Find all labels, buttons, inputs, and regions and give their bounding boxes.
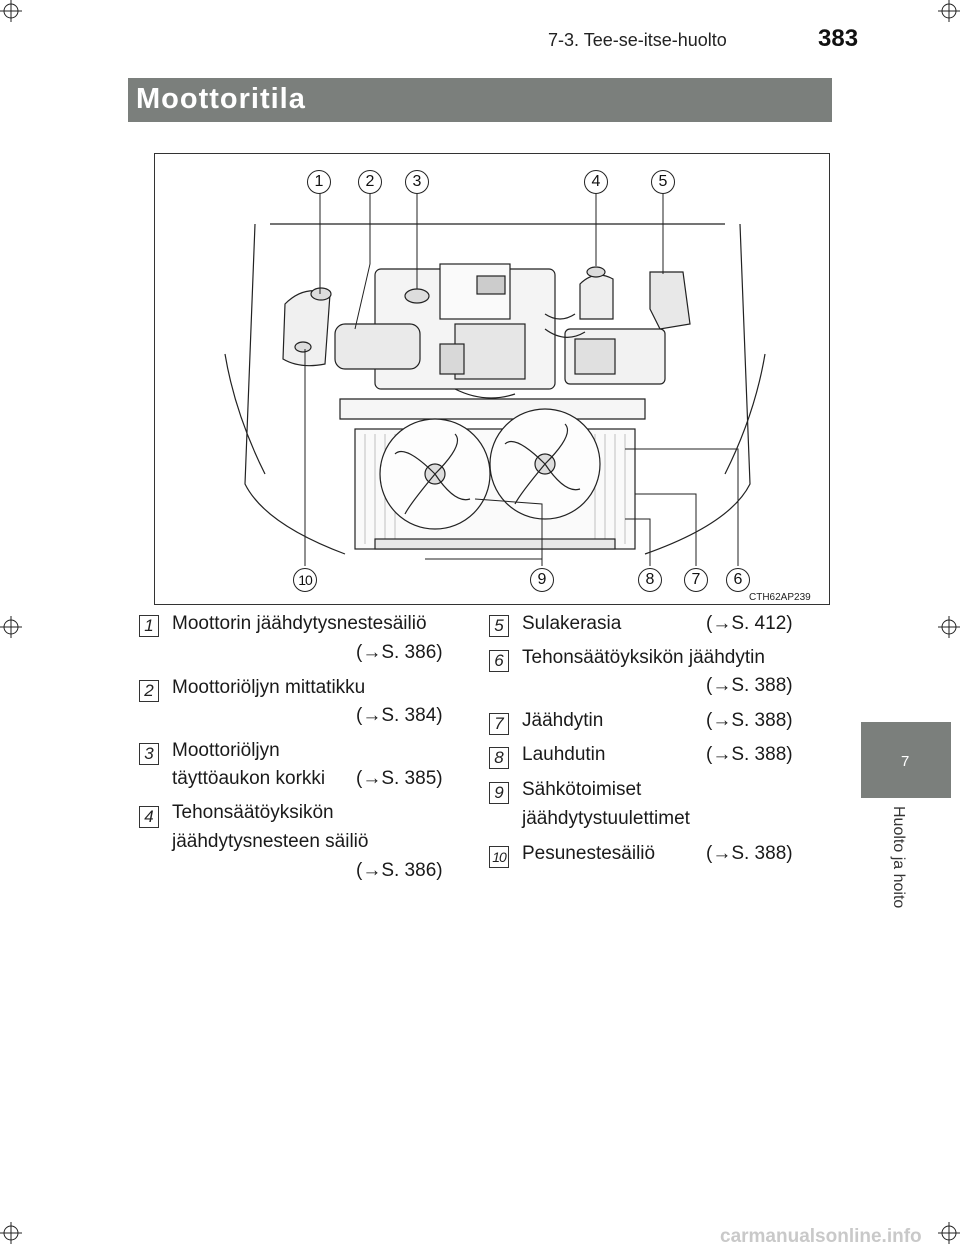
watermark[interactable]: carmanualsonline.info [720,1226,922,1247]
callout-2: 2 [358,170,382,194]
crop-mark-top-right [938,0,960,22]
engine-bay-illustration-icon [224,192,766,566]
chapter-side-label: Huolto ja hoito [890,806,917,936]
legend-number-10: 10 [489,846,509,868]
chapter-side-label-text: Huolto ja hoito [890,806,907,909]
legend-number-3: 3 [139,743,159,765]
legend-number-1: 1 [139,615,159,637]
legend-text-3a: Moottoriöljyn [172,740,280,761]
legend-text-4a: Tehonsäätöyksikön [172,802,334,823]
legend-ref-1: (→S. 386) [356,642,443,663]
legend-ref-3: (→S. 385) [356,768,443,789]
chapter-tab[interactable]: 7 [861,722,951,798]
figure-code: CTH62AP239 [749,592,811,603]
section-heading: 7-3. Tee-se-itse-huolto [548,30,727,50]
callout-6: 6 [726,568,750,592]
legend-text-6: Tehonsäätöyksikön jäähdytin [522,647,765,668]
legend-ref-5: (→S. 412) [706,613,793,634]
legend-ref-7: (→S. 388) [706,710,793,731]
legend-text-9b: jäähdytystuulettimet [522,808,690,829]
page-number: 383 [818,25,859,52]
legend-ref-4: (→S. 386) [356,860,443,881]
crop-mark-bottom-right [938,1222,960,1244]
callout-4: 4 [584,170,608,194]
legend-text-3b: täyttöaukon korkki [172,768,326,789]
legend-number-9: 9 [489,782,509,804]
crop-mark-mid-right [938,616,960,638]
callout-5: 5 [651,170,675,194]
engine-bay-figure: 1 2 3 4 5 6 7 8 9 10 CTH62AP239 [154,153,830,605]
callout-10: 10 [293,568,317,592]
legend-number-2: 2 [139,680,159,702]
legend-number-8: 8 [489,747,509,769]
legend-text-4b: jäähdytysnesteen säiliö [172,831,369,852]
crop-mark-bottom-left [0,1222,22,1244]
legend-text-10: Pesunestesäiliö [522,843,656,864]
crop-mark-top-left [0,0,22,22]
callout-7: 7 [684,568,708,592]
chapter-number: 7 [901,753,910,770]
crop-mark-mid-left [0,616,22,638]
callout-1: 1 [307,170,331,194]
page-title: Moottoritila [136,83,306,115]
legend-ref-2: (→S. 384) [356,705,443,726]
legend-text-8: Lauhdutin [522,744,606,765]
legend-text-2: Moottoriöljyn mittatikku [172,677,366,698]
legend-ref-8: (→S. 388) [706,744,793,765]
legend-text-7: Jäähdytin [522,710,604,731]
legend-ref-6: (→S. 388) [706,675,793,696]
legend-text-5: Sulakerasia [522,613,622,634]
callout-9: 9 [530,568,554,592]
callout-3: 3 [405,170,429,194]
legend-number-7: 7 [489,713,509,735]
legend-number-4: 4 [139,806,159,828]
legend-number-6: 6 [489,650,509,672]
legend-ref-10: (→S. 388) [706,843,793,864]
legend-number-5: 5 [489,615,509,637]
callout-8: 8 [638,568,662,592]
page-title-bar: Moottoritila [128,78,832,122]
legend-text-9a: Sähkötoimiset [522,779,642,800]
legend-text-1: Moottorin jäähdytysnestesäiliö [172,613,427,634]
